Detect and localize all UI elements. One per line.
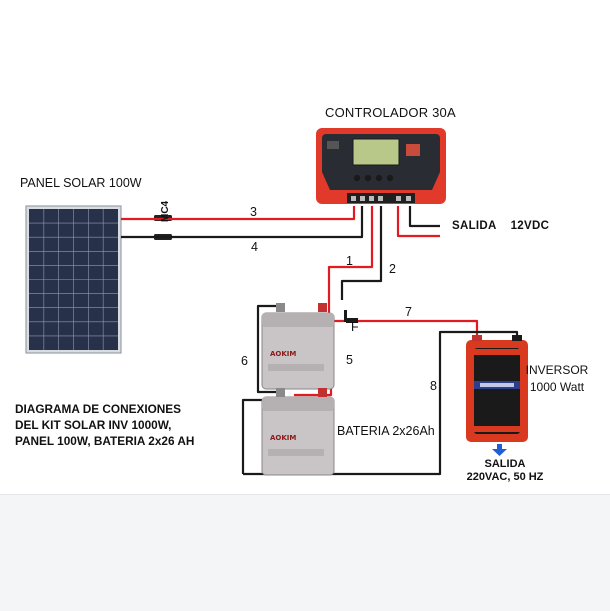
wire-1-label: 1 — [346, 254, 353, 268]
wire-6-label: 6 — [241, 354, 248, 368]
wire-2-label: 2 — [389, 262, 396, 276]
diagram-title-line2: DEL KIT SOLAR INV 1000W, — [15, 418, 172, 432]
solar-panel — [25, 205, 122, 354]
ac-output-label: SALIDA 220VAC, 50 HZ — [457, 458, 553, 484]
dc-output-word: SALIDA — [452, 220, 497, 232]
wire-5-label: 5 — [346, 353, 353, 367]
wire-8-label: 8 — [430, 379, 437, 393]
ac-output-line2: 220VAC, 50 HZ — [466, 471, 544, 483]
load-wire-negative — [408, 206, 440, 228]
inverter-label-line2: 1000 Watt — [529, 380, 585, 394]
fuse — [344, 310, 358, 323]
wire-7 — [334, 319, 479, 335]
diagram-title: DIAGRAMA DE CONEXIONES DEL KIT SOLAR INV… — [15, 401, 194, 449]
wire-6 — [256, 304, 283, 394]
wire-4-label: 4 — [251, 240, 258, 254]
charge-controller — [316, 128, 446, 204]
inverter-label: INVERSOR 1000 Watt — [522, 362, 592, 396]
mc4-label: MC4 — [160, 200, 171, 222]
dc-output-label: SALIDA 12VDC — [452, 220, 549, 232]
load-wire-positive — [396, 206, 440, 238]
fuse-label: F — [351, 320, 359, 334]
wire-7-label: 7 — [405, 305, 412, 319]
wire-3-label: 3 — [250, 205, 257, 219]
battery-bottom: AOKIM — [261, 388, 335, 476]
wire-2 — [340, 206, 383, 300]
battery-label: BATERIA 2x26Ah — [337, 424, 435, 438]
output-arrow — [492, 444, 507, 456]
battery-top-brand: AOKIM — [270, 350, 296, 358]
panel-label: PANEL SOLAR 100W — [20, 176, 142, 190]
battery-top: AOKIM — [261, 303, 335, 390]
diagram-title-line3: PANEL 100W, BATERIA 2x26 AH — [15, 434, 195, 448]
bottom-band — [0, 494, 610, 611]
wire-4 — [121, 206, 364, 239]
inverter-label-line1: INVERSOR — [525, 363, 589, 377]
dc-output-value: 12VDC — [510, 220, 550, 232]
ac-output-line1: SALIDA — [484, 458, 526, 470]
diagram-title-line1: DIAGRAMA DE CONEXIONES — [15, 402, 182, 416]
inverter — [466, 335, 528, 442]
wire-1 — [327, 206, 374, 317]
controller-label: CONTROLADOR 30A — [325, 105, 456, 120]
wire-3 — [121, 206, 356, 221]
battery-bottom-brand: AOKIM — [270, 434, 296, 442]
